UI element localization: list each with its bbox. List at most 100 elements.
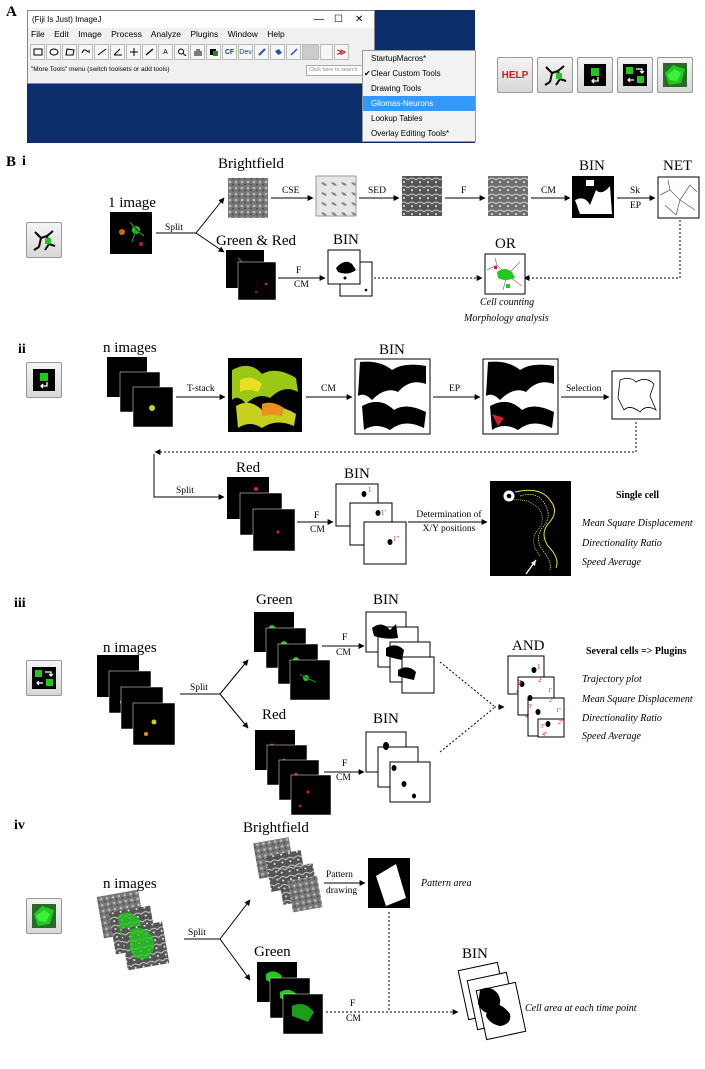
menu-analyze[interactable]: Analyze [150, 29, 181, 39]
green-red-stack [226, 250, 277, 301]
label-pattern-1: Pattern [326, 870, 353, 880]
window-title: (Fiji Is Just) ImageJ [32, 15, 102, 24]
angle-tool-icon[interactable] [110, 44, 125, 60]
section-label-ii: ii [18, 342, 26, 357]
menu-file[interactable]: File [31, 29, 45, 39]
section-label-iv: iv [14, 818, 25, 833]
menubar: File Edit Image Process Analyze Plugins … [28, 28, 374, 41]
network-icon[interactable] [537, 57, 573, 93]
label-sk: Sk [630, 186, 641, 196]
and-label-4: 4 [515, 689, 519, 697]
menu-plugins[interactable]: Plugins [190, 29, 219, 39]
green-stack-iv [257, 962, 324, 1035]
empty-tool-slot[interactable] [302, 44, 319, 60]
help-icon[interactable]: HELP [497, 57, 533, 93]
dropper-tool-icon[interactable] [286, 44, 301, 60]
label-msd-ii: Mean Square Displacement [582, 518, 693, 529]
menu-process[interactable]: Process [111, 29, 142, 39]
imagej-desktop: (Fiji Is Just) ImageJ — ☐ ✕ File Edit Im… [27, 10, 476, 143]
label-split-iii: Split [190, 683, 208, 693]
n-images-stack-iv [96, 889, 170, 971]
and-label-3p: 3' [528, 704, 533, 710]
menu-edit[interactable]: Edit [54, 29, 69, 39]
maximize-button[interactable]: ☐ [334, 14, 343, 25]
label-cell-area: Cell area at each time point [525, 1003, 637, 1014]
point-tool-icon[interactable] [126, 44, 141, 60]
hand-tool-icon[interactable] [190, 44, 205, 60]
oval-tool-icon[interactable] [46, 44, 61, 60]
label-determination-1: Determination of [416, 510, 482, 520]
label-ep-ii: EP [449, 384, 461, 394]
red-stack-iii [255, 730, 332, 816]
brush-tool-icon[interactable] [254, 44, 269, 60]
label-bin-iv: BIN [462, 946, 488, 962]
polygon-tool-icon[interactable] [62, 44, 77, 60]
label-f-i: F [461, 186, 467, 196]
label-cm-i: CM [541, 186, 556, 196]
label-pattern-area: Pattern area [421, 878, 472, 889]
label-or: OR [495, 236, 516, 252]
label-cm-iii-1: CM [336, 648, 351, 658]
label-sa-ii: Speed Average [582, 557, 641, 568]
n-images-stack-iii [97, 655, 176, 746]
label-split-iv: Split [188, 928, 206, 938]
label-f-iii-2: F [342, 759, 348, 769]
label-brightfield-iv: Brightfield [243, 820, 309, 836]
label-msd-iii: Mean Square Displacement [582, 694, 693, 705]
cell-area-icon[interactable] [657, 57, 693, 93]
menu-help[interactable]: Help [267, 29, 285, 39]
bucket-tool-icon[interactable] [270, 44, 285, 60]
dev-tool-icon[interactable]: Dev [238, 44, 253, 60]
menu-item-drawing-tools[interactable]: Drawing Tools [371, 84, 422, 93]
menu-item-lookup-tables[interactable]: Lookup Tables [371, 114, 423, 123]
menu-image[interactable]: Image [78, 29, 102, 39]
bin-image-ii [354, 358, 431, 435]
wand-tool-icon[interactable] [142, 44, 157, 60]
menu-item-startupmacros[interactable]: StartupMacros* [371, 54, 427, 63]
freehand-tool-icon[interactable] [78, 44, 93, 60]
bin-image-i [572, 176, 614, 218]
label-red-ii: Red [236, 460, 261, 476]
and-label-3: 3 [518, 679, 522, 687]
label-n-images-iii: n images [103, 640, 157, 656]
minimize-button[interactable]: — [314, 14, 324, 25]
help-icon-text: HELP [501, 69, 529, 81]
panel-label-a: A [6, 4, 17, 20]
single-cell-icon[interactable] [577, 57, 613, 93]
label-cm-i-2: CM [294, 280, 309, 290]
net-image [657, 176, 700, 219]
text-tool-icon[interactable]: A [158, 44, 173, 60]
label-pattern-2: drawing [326, 886, 358, 896]
menu-item-gliomas-neurons[interactable]: Gliomas-Neurons [363, 96, 475, 111]
or-image [484, 253, 526, 295]
panel-label-b: B [6, 154, 17, 170]
menu-item-clear-custom-tools[interactable]: ✔Clear Custom Tools [363, 66, 475, 81]
more-tools-icon[interactable]: ≫ [334, 44, 349, 60]
and-label-1pp: 1'' [556, 708, 562, 714]
menu-window[interactable]: Window [227, 29, 258, 39]
single-cell-toolset-icon [26, 362, 62, 398]
label-one-image: 1 image [108, 195, 156, 211]
label-bin-i-2: BIN [333, 232, 359, 248]
and-label-2pp: 2'' [558, 720, 564, 726]
bin-stack-iii-top [365, 611, 435, 694]
imagej-titlebar: (Fiji Is Just) ImageJ — ☐ ✕ [28, 11, 374, 28]
empty-tool-slot-2[interactable] [320, 44, 333, 60]
menu-item-label: Clear Custom Tools [371, 69, 441, 78]
rectangle-tool-icon[interactable] [30, 44, 45, 60]
label-determination-2: X/Y positions [422, 524, 476, 534]
line-tool-icon[interactable] [94, 44, 109, 60]
color-picker-icon[interactable] [206, 44, 221, 60]
more-tools-dropdown: StartupMacros* ✔Clear Custom Tools Drawi… [362, 50, 476, 142]
cf-tool-icon[interactable]: CF [222, 44, 237, 60]
close-button[interactable]: ✕ [355, 14, 364, 25]
label-trajectory-plot: Trajectory plot [582, 674, 642, 685]
network-toolset-icon [26, 222, 62, 258]
menu-item-overlay-editing-tools[interactable]: Overlay Editing Tools* [371, 129, 450, 138]
zoom-tool-icon[interactable] [174, 44, 189, 60]
label-tstack: T-stack [187, 384, 215, 394]
label-and: AND [512, 638, 545, 654]
pattern-area-image [368, 858, 410, 908]
label-cse: CSE [282, 186, 300, 196]
several-cells-icon[interactable] [617, 57, 653, 93]
